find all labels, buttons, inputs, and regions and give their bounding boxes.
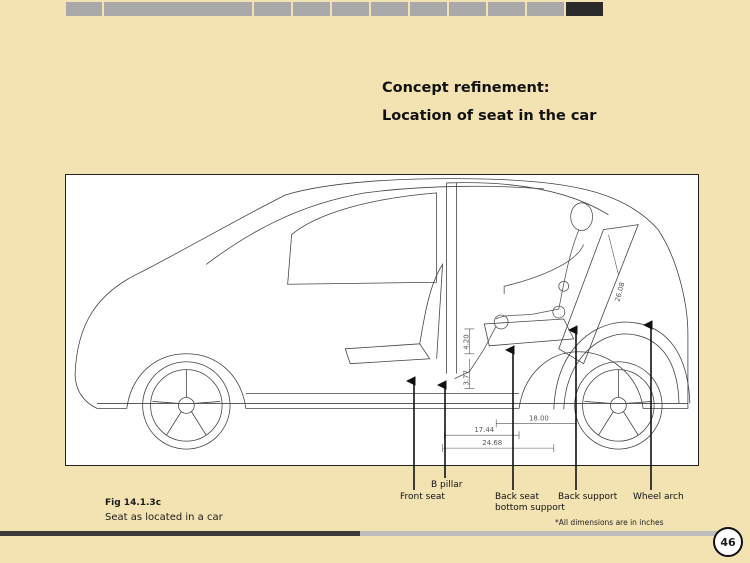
seated-manikin: [454, 202, 593, 379]
nav-tab[interactable]: [254, 2, 291, 16]
rear-seat-bottom: [483, 318, 575, 347]
figure-number: Fig 14.1.3c: [105, 498, 162, 508]
nav-tab-active[interactable]: [566, 2, 603, 16]
nav-tab[interactable]: [449, 2, 486, 16]
dim-4-20: 4.20: [462, 334, 470, 349]
dim-18-00: 18.00: [529, 414, 549, 422]
front-seat: [344, 262, 444, 365]
wheel-arch: [553, 321, 691, 410]
nav-tab[interactable]: [371, 2, 408, 16]
dim-3-77: 3.77: [462, 370, 470, 385]
nav-tab[interactable]: [410, 2, 447, 16]
page-title-line1: Concept refinement:: [382, 80, 550, 96]
top-nav-tabs: [66, 2, 603, 16]
b-pillar-line: [446, 182, 457, 374]
nav-tab[interactable]: [488, 2, 525, 16]
nav-tab[interactable]: [66, 2, 102, 16]
front-wheel: [142, 361, 231, 450]
rear-seat-back: [558, 224, 639, 365]
dimensions-footnote: *All dimensions are in inches: [555, 518, 664, 527]
car-seat-drawing: 26.08 4.20 3.77 18.00 17.44 24.68: [65, 174, 699, 466]
car-side-view-svg: 26.08 4.20 3.77 18.00 17.44 24.68: [74, 178, 691, 453]
nav-tab[interactable]: [293, 2, 330, 16]
page-number-badge: 46: [713, 527, 743, 557]
nav-tab[interactable]: [527, 2, 564, 16]
label-b-pillar: B pillar: [431, 480, 463, 490]
label-wheel-arch: Wheel arch: [633, 492, 684, 502]
rear-door-line: [446, 182, 609, 216]
label-back-support: Back support: [558, 492, 618, 502]
label-back-seat-line1: Back seat: [495, 492, 539, 502]
page-number: 46: [720, 535, 736, 549]
roof-line: [205, 185, 544, 265]
label-back-seat-line2: bottom support: [495, 503, 565, 513]
page-title-line2: Location of seat in the car: [382, 108, 597, 124]
dim-26-08: 26.08: [614, 281, 627, 302]
footer-divider: [0, 531, 720, 536]
dim-17-44: 17.44: [474, 426, 494, 434]
front-window: [287, 192, 438, 285]
wheel-arch-inner: [563, 333, 680, 410]
rear-wheel: [574, 361, 663, 450]
dim-24-68: 24.68: [482, 439, 502, 447]
nav-tab[interactable]: [332, 2, 369, 16]
nav-tab[interactable]: [104, 2, 252, 16]
car-body-outline: [74, 178, 689, 409]
figure-caption: Seat as located in a car: [105, 512, 223, 523]
label-front-seat: Front seat: [400, 492, 445, 502]
